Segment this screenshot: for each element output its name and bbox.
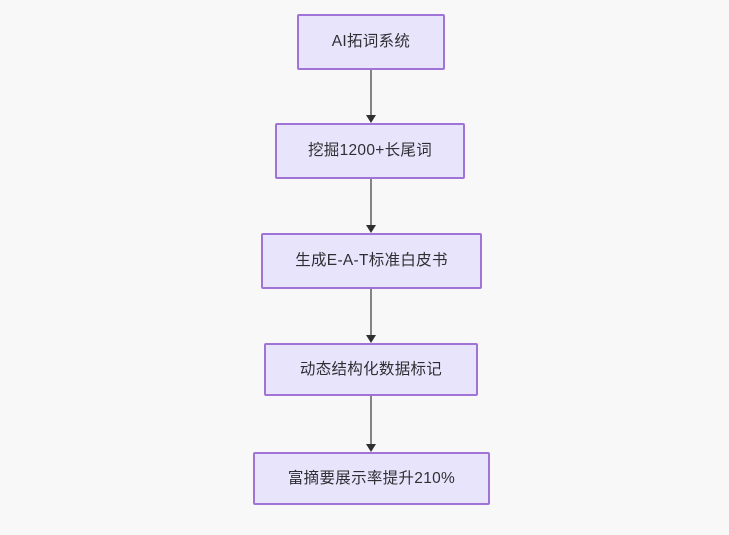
flow-node-ai-keyword-system[interactable]: AI拓词系统 (297, 14, 445, 70)
arrowhead-icon (366, 335, 376, 343)
flow-node-label: 挖掘1200+长尾词 (307, 142, 433, 160)
connector-line (370, 179, 372, 225)
arrowhead-icon (366, 225, 376, 233)
flow-node-dynamic-structured-data-markup[interactable]: 动态结构化数据标记 (264, 343, 478, 396)
flow-node-label: 富摘要展示率提升210% (287, 469, 456, 487)
flow-node-rich-snippet-impression-increase[interactable]: 富摘要展示率提升210% (253, 452, 490, 505)
arrowhead-icon (366, 115, 376, 123)
connector-line (370, 289, 372, 335)
flow-node-generate-eat-whitepaper[interactable]: 生成E-A-T标准白皮书 (261, 233, 482, 289)
connector-line (370, 70, 372, 115)
connector-line (370, 396, 372, 444)
arrowhead-icon (366, 444, 376, 452)
flow-node-mine-longtail-keywords[interactable]: 挖掘1200+长尾词 (275, 123, 465, 179)
flow-node-label: 生成E-A-T标准白皮书 (295, 252, 448, 270)
flow-node-label: 动态结构化数据标记 (299, 360, 443, 378)
flow-node-label: AI拓词系统 (331, 33, 411, 51)
